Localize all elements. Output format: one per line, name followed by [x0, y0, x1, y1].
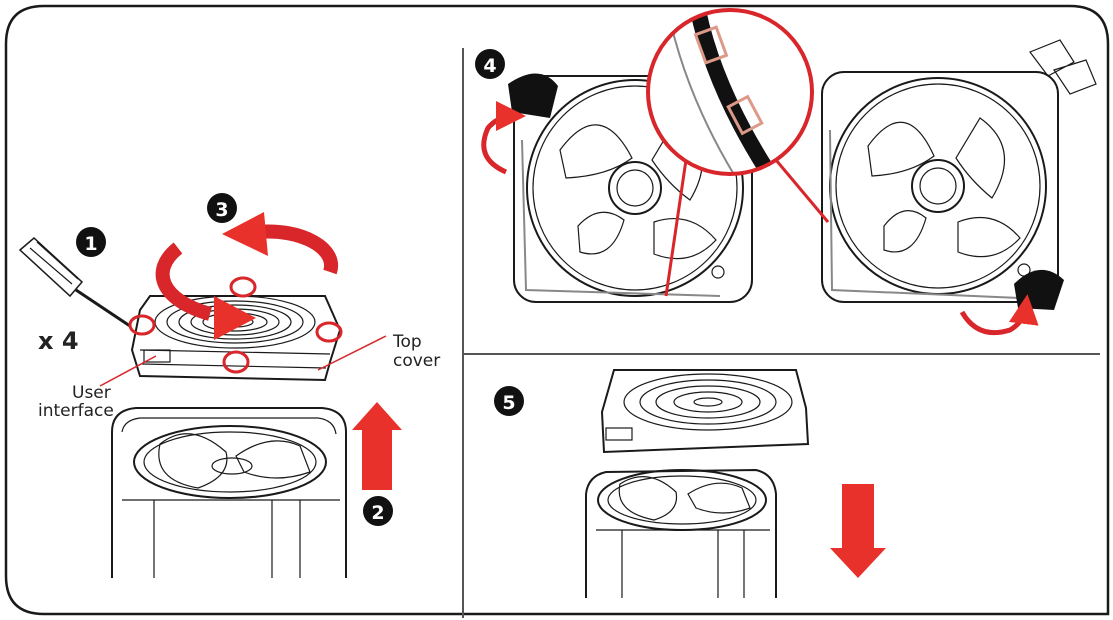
svg-text:5: 5 [502, 392, 515, 414]
rotation-arrow-icon [155, 212, 338, 340]
magnifier-callout [646, 8, 830, 297]
step-2-badge: 2 [363, 496, 393, 526]
user-interface-panel [605, 427, 633, 441]
svg-text:2: 2 [371, 502, 384, 524]
base-unit-right [585, 468, 777, 598]
screw-marker [315, 321, 343, 343]
screw-markers [128, 276, 343, 374]
rotation-arrow-icon [481, 101, 526, 175]
top-cover-label-line2: cover [393, 351, 440, 371]
multiplier-label: x 4 [38, 327, 79, 355]
step-4-badge: 4 [475, 49, 505, 79]
rotation-arrow-icon [959, 294, 1039, 336]
step-3-badge: 3 [207, 193, 237, 223]
screwdriver-icon [18, 236, 131, 328]
unit-top-view-right [821, 39, 1097, 310]
svg-text:1: 1 [84, 233, 97, 255]
outer-frame [4, 4, 1110, 616]
user-interface-label-line1: User [72, 383, 111, 403]
svg-text:4: 4 [483, 55, 496, 77]
svg-text:3: 3 [215, 199, 228, 221]
top-cover-pointer [317, 335, 387, 371]
down-arrow-icon [830, 484, 886, 578]
user-interface-panel [143, 349, 171, 363]
step-5-badge: 5 [494, 386, 524, 416]
step-1-badge: 1 [76, 227, 106, 257]
screw-marker [128, 314, 156, 336]
screw-marker [222, 350, 250, 374]
top-cover-label-line1: Top [392, 332, 422, 352]
user-interface-label-line2: interface [38, 401, 114, 421]
user-interface-pointer [99, 355, 157, 387]
screw-marker [229, 276, 257, 298]
top-cover-lifted [600, 369, 810, 454]
base-unit [111, 407, 347, 578]
up-arrow-icon [352, 402, 402, 490]
